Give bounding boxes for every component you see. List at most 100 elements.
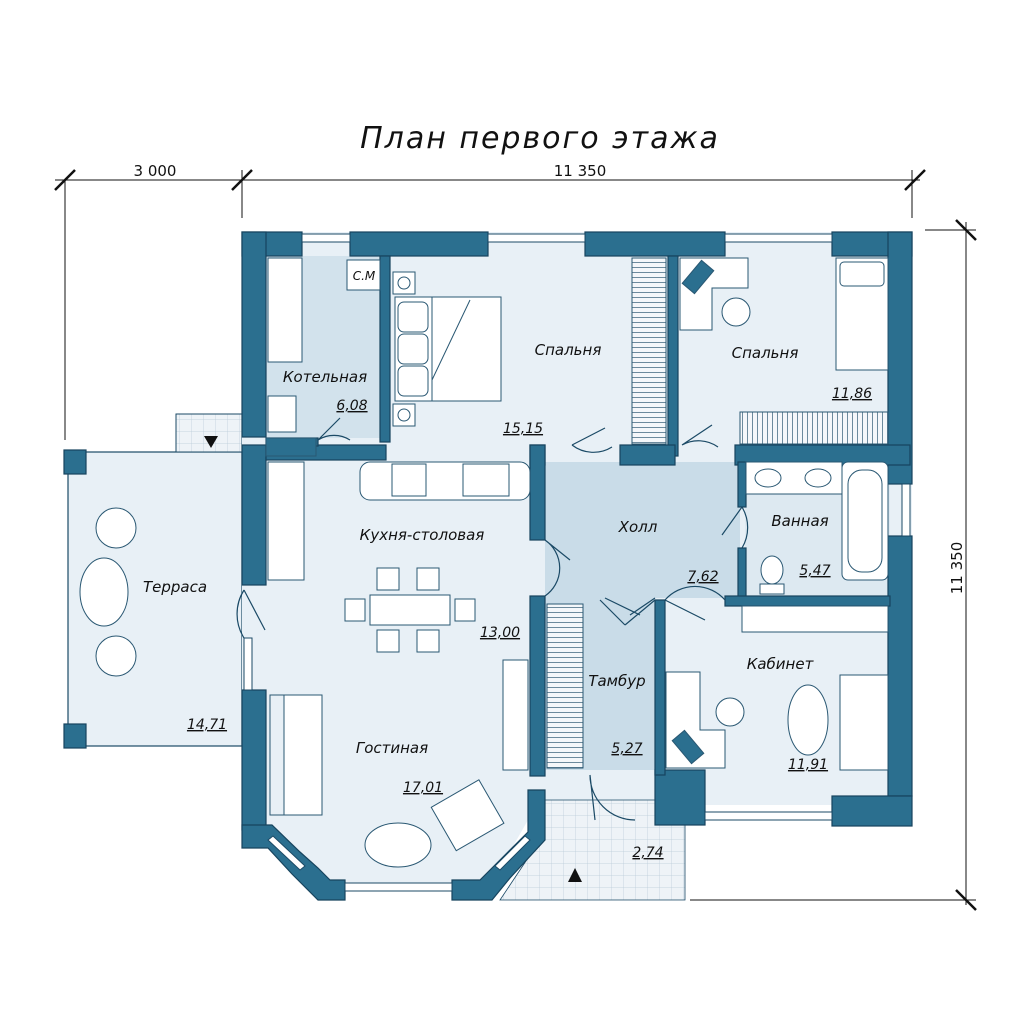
window-living-left [243,637,253,691]
room-name-kitchen: Кухня-столовая [360,526,485,544]
wall-bottom-mid [654,769,706,826]
keyboard-bedroom2 [681,259,715,295]
window-bath [901,483,911,537]
door-entrance[interactable] [589,774,636,821]
window-bay-left [267,835,306,871]
office-shelf [741,605,889,633]
dim-right: 11 350 [948,542,966,595]
room-area-porch: 2,74 [632,845,663,861]
wall-bay-right [451,789,546,901]
single-bed-pillow [839,261,885,287]
bed-blanket-fold [431,297,471,401]
door-hall-center[interactable] [604,597,656,616]
door-boiler[interactable] [317,417,351,441]
entrance-arrow [568,868,582,882]
chair-d2 [416,567,440,591]
pillow-1 [397,301,429,333]
boiler-sink [267,395,297,433]
kitchen-sink [462,463,510,497]
room-area-bathroom: 5,47 [799,563,830,579]
window-office [704,811,833,821]
room-name-bedroom1: Спальня [535,341,602,359]
window-living-bottom [344,882,453,892]
pillow-3 [397,365,429,397]
sofa-living-back [269,694,285,816]
pillow-2 [397,333,429,365]
door-terrace[interactable] [236,589,266,639]
window-bedroom2 [724,233,833,243]
armchair [430,779,505,852]
room-name-vestibule: Тамбур [588,672,645,690]
wall-top-2 [349,231,489,257]
dimension-lines [54,169,977,911]
room-name-terrace: Терраса [143,578,207,596]
wall-left-lower [241,689,267,831]
vestibule-wardrobe [546,603,584,769]
door-bathroom[interactable] [721,506,749,549]
wall-bedroom1-right [667,255,679,457]
lamp-top [397,276,411,290]
keyboard-office [671,729,705,765]
wardrobe-1 [631,257,667,445]
chair-d1 [376,567,400,591]
window-bay-right [494,835,531,871]
wardrobe-2 [739,411,889,445]
terrace-chair-2 [95,635,137,677]
chair-office [715,697,745,727]
wall-right-upper [887,231,913,485]
wall-bottom-right [831,795,913,827]
room-name-office: Кабинет [747,655,815,673]
boiler-cabinet [267,257,303,363]
chair-d4 [416,629,440,653]
chair-bedroom2 [721,297,751,327]
window-bedroom1 [487,233,586,243]
office-sofa [839,674,889,771]
bathtub-inner [847,469,883,573]
chair-d3 [376,629,400,653]
room-name-bathroom: Ванная [771,512,828,530]
chair-d6 [454,598,476,622]
room-area-kitchen: 13,00 [480,625,520,641]
wall-vest-left [529,595,546,777]
room-name-bedroom2: Спальня [732,344,799,362]
room-area-terrace: 14,71 [187,717,227,733]
door-office[interactable] [664,585,726,621]
hall-floor [545,462,740,600]
wall-top-3 [584,231,726,257]
dim-top-left: 3 000 [134,162,177,180]
bath-sink-1 [754,468,782,488]
door-bedroom1[interactable] [571,427,613,453]
toilet-tank [759,583,785,595]
office-table [787,684,829,756]
dim-tick-3 [904,169,926,191]
door-kitchen-hall[interactable] [544,539,571,597]
bath-sink-2 [804,468,832,488]
room-area-office: 11,91 [788,757,828,773]
coffee-table [364,822,432,868]
boiler-unit [265,437,317,457]
washer-box [346,259,381,291]
washer-label: С.М [353,269,376,283]
door-vestibule[interactable] [599,599,656,626]
lamp-bottom [397,408,411,422]
wall-boiler-right [379,255,391,443]
post-top [63,449,87,475]
room-area-living: 17,01 [403,780,443,796]
wall-bath-bottom [724,595,891,607]
stove [391,463,427,497]
room-name-living: Гостиная [356,739,428,757]
room-name-hall: Холл [618,518,658,536]
wall-bath-left-low [737,547,747,604]
walls [63,231,913,901]
room-area-bedroom1: 15,15 [503,421,543,437]
kitchen-counter-left [267,461,305,581]
room-area-bedroom2: 11,86 [832,386,872,402]
door-bedroom2[interactable] [681,424,719,448]
toilet [760,555,784,585]
wall-hall-left [529,444,546,541]
post-bottom [63,723,87,749]
dim-top-main: 11 350 [554,162,607,180]
wall-vest-right [654,599,666,776]
tv-unit [502,659,529,771]
